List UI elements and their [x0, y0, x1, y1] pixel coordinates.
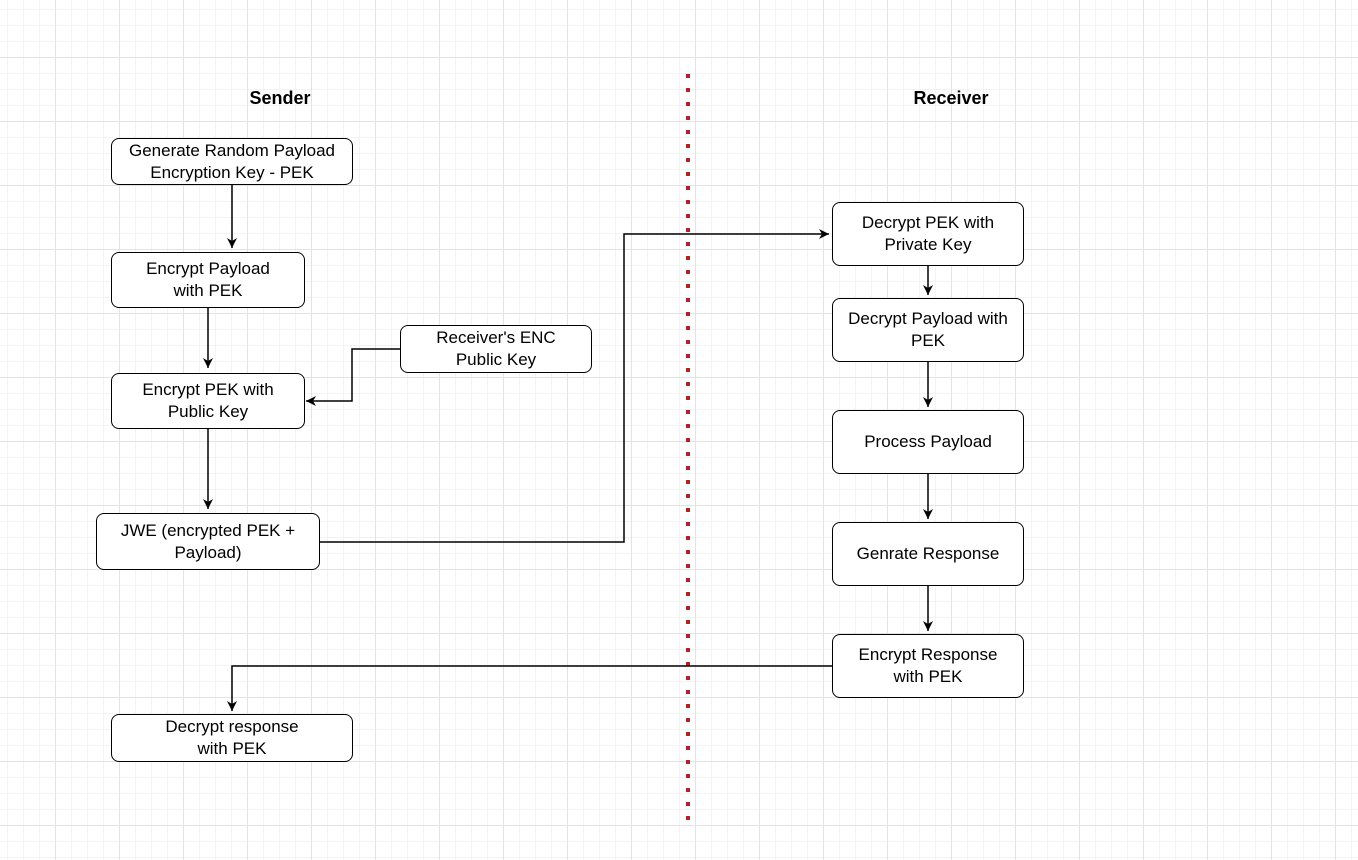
arrow-public-key-to-encrypt-pek: [306, 348, 400, 406]
decrypt-response-node[interactable]: Decrypt response with PEK: [111, 714, 353, 762]
receiver-public-key-node[interactable]: Receiver's ENC Public Key: [400, 325, 592, 373]
generate-pek-node[interactable]: Generate Random Payload Encryption Key -…: [111, 138, 353, 185]
process-payload-node[interactable]: Process Payload: [832, 410, 1024, 474]
arrow-jwe-to-decrypt-pek: [320, 229, 829, 543]
decrypt-pek-node[interactable]: Decrypt PEK with Private Key: [832, 202, 1024, 266]
generate-response-node[interactable]: Genrate Response: [832, 522, 1024, 586]
decrypt-payload-node[interactable]: Decrypt Payload with PEK: [832, 298, 1024, 362]
jwe-node[interactable]: JWE (encrypted PEK + Payload): [96, 513, 320, 570]
sender-lane-title: Sender: [249, 88, 311, 108]
encrypt-response-node[interactable]: Encrypt Response with PEK: [832, 634, 1024, 698]
encrypt-payload-node[interactable]: Encrypt Payload with PEK: [111, 252, 305, 308]
receiver-lane-title: Receiver: [913, 88, 989, 108]
arrow-encrypt-response-to-decrypt-response: [227, 665, 832, 711]
encrypt-pek-node[interactable]: Encrypt PEK with Public Key: [111, 373, 305, 429]
